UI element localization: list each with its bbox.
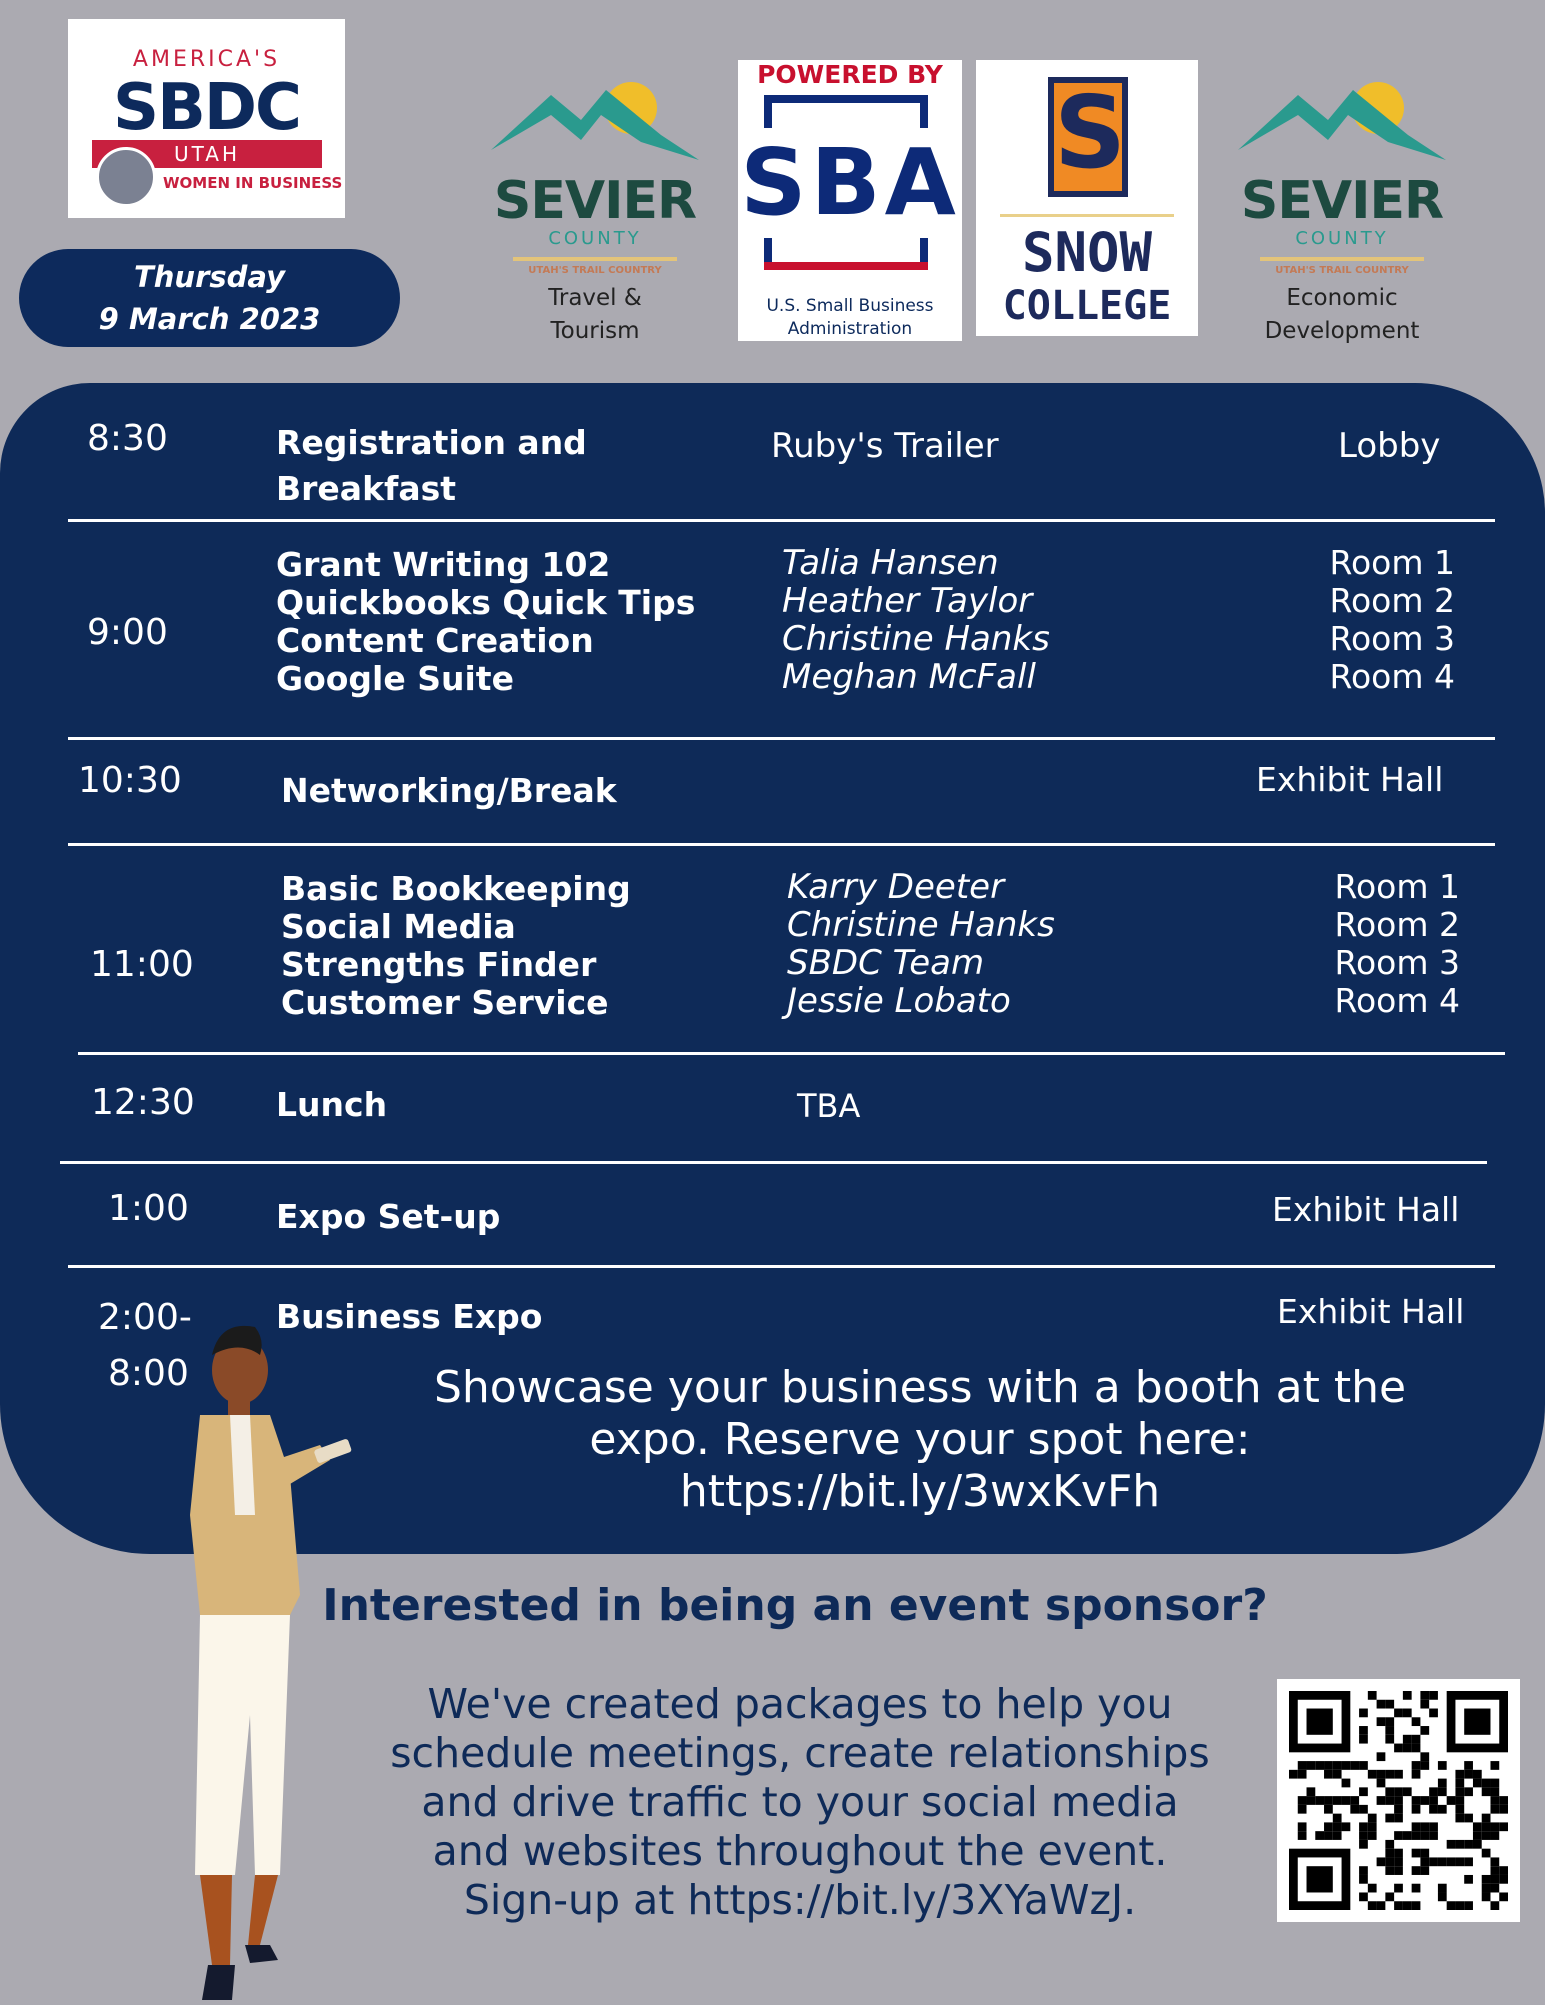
woman-silhouette-icon [96, 147, 156, 207]
time: 1:00 [108, 1188, 189, 1229]
mountain-sun-icon [491, 82, 699, 160]
time: 9:00 [87, 612, 168, 653]
session-title: Business Expo [276, 1297, 543, 1336]
showcase-text: Showcase your business with a booth at t… [360, 1362, 1480, 1518]
room: Lobby [1338, 426, 1441, 466]
divider [68, 843, 1495, 846]
sponsor-link[interactable]: Sign-up at https://bit.ly/3XYaWzJ. [463, 1876, 1137, 1924]
time: 11:00 [90, 944, 194, 985]
sbdc-logo: AMERICA'S SBDC UTAH WOMEN IN BUSINESS [68, 19, 345, 218]
sevier-county-tourism-logo: SEVIER COUNTY UTAH'S TRAIL COUNTRY Trave… [491, 70, 699, 344]
sevier-county-economic-logo: SEVIER COUNTY UTAH'S TRAIL COUNTRY Econo… [1238, 70, 1446, 344]
sponsor-heading: Interested in being an event sponsor? [322, 1580, 1268, 1631]
speaker: TBA [797, 1087, 861, 1125]
room: Exhibit Hall [1256, 760, 1444, 799]
qr-code-icon [1289, 1691, 1508, 1910]
divider [68, 519, 1495, 522]
date-badge: Thursday 9 March 2023 [19, 249, 400, 347]
businesswoman-illustration [190, 1325, 352, 2000]
divider [60, 1161, 1487, 1164]
room: Exhibit Hall [1277, 1292, 1465, 1331]
time: 12:30 [91, 1082, 195, 1123]
mountain-sun-icon [1238, 82, 1446, 160]
divider [78, 1052, 1505, 1055]
session-title: Lunch [276, 1085, 388, 1124]
time: 2:00-8:00 [98, 1297, 192, 1394]
divider [68, 1265, 1495, 1268]
expo-link[interactable]: https://bit.ly/3wxKvFh [679, 1466, 1161, 1517]
snow-college-logo: S SNOW COLLEGE [976, 60, 1198, 336]
session-title: Expo Set-up [276, 1197, 501, 1236]
room: Exhibit Hall [1272, 1190, 1460, 1229]
time: 8:30 [87, 418, 168, 459]
qr-code[interactable] [1277, 1679, 1520, 1922]
speaker: Ruby's Trailer [771, 426, 999, 466]
session-title: Networking/Break [281, 771, 617, 810]
time: 10:30 [78, 760, 182, 801]
divider [68, 737, 1495, 740]
